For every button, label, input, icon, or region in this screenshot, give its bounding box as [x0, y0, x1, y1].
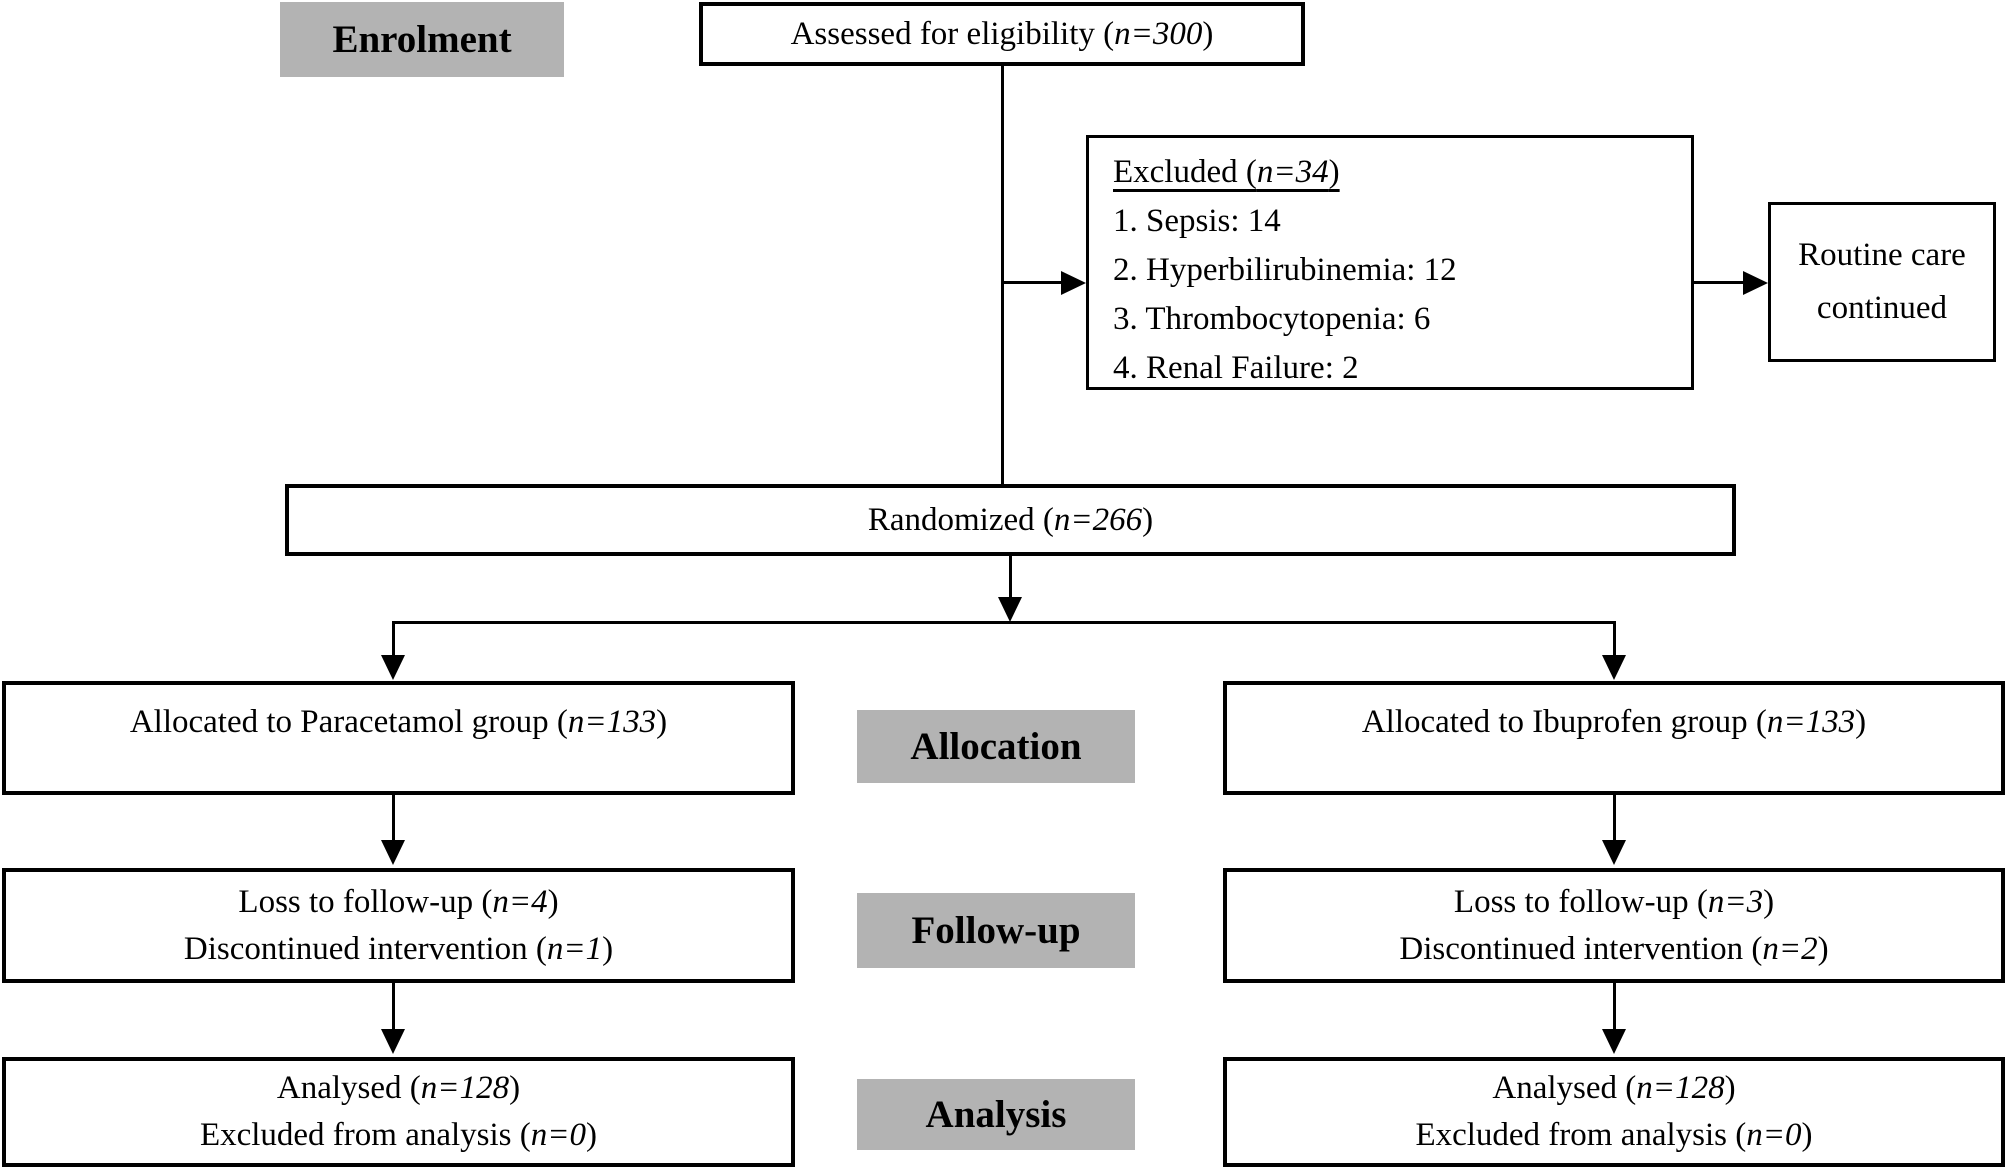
- analysis-left-analysed-line: Analysed (n=128): [276, 1070, 521, 1106]
- connector-allocated-to-followup-right: [1613, 795, 1616, 842]
- analysis-ibuprofen-box: Analysed (n=128) Excluded from analysis …: [1223, 1057, 2005, 1167]
- randomized-box: Randomized (n=266): [285, 484, 1736, 556]
- excluded-reason-renal-failure: 4. Renal Failure: 2: [1113, 350, 1359, 386]
- stage-label-allocation: Allocation: [857, 710, 1135, 783]
- allocated-ibuprofen-text: Allocated to Ibuprofen group (n=133): [1361, 704, 1867, 740]
- followup-paracetamol-box: Loss to follow-up (n=4) Discontinued int…: [2, 868, 795, 983]
- analysis-left-excluded-line: Excluded from analysis (n=0): [199, 1117, 598, 1153]
- followup-ibuprofen-box: Loss to follow-up (n=3) Discontinued int…: [1223, 868, 2005, 983]
- followup-right-loss-line: Loss to follow-up (n=3): [1453, 883, 1775, 920]
- stage-label-followup: Follow-up: [857, 893, 1135, 968]
- stage-label-enrolment: Enrolment: [280, 2, 564, 77]
- connector-randomized-to-branch: [1009, 556, 1012, 600]
- analysis-paracetamol-box: Analysed (n=128) Excluded from analysis …: [2, 1057, 795, 1167]
- excluded-reason-thrombocytopenia: 3. Thrombocytopenia: 6: [1113, 301, 1431, 337]
- branch-line-randomization: [392, 621, 1616, 624]
- stage-label-analysis: Analysis: [857, 1079, 1135, 1150]
- arrowhead-into-excluded: [1061, 271, 1086, 295]
- assessed-eligibility-text: Assessed for eligibility (n=300): [790, 15, 1214, 52]
- randomized-text: Randomized (n=266): [867, 501, 1154, 538]
- connector-followup-to-analysis-right: [1613, 983, 1616, 1030]
- arrowhead-onto-branch: [998, 597, 1022, 622]
- excluded-reason-sepsis: 1. Sepsis: 14: [1113, 203, 1281, 239]
- excluded-box: Excluded (n=34) 1. Sepsis: 14 2. Hyperbi…: [1086, 135, 1694, 390]
- arrowhead-into-allocated-left: [381, 655, 405, 680]
- allocated-ibuprofen-box: Allocated to Ibuprofen group (n=133): [1223, 681, 2005, 795]
- allocated-paracetamol-text: Allocated to Paracetamol group (n=133): [129, 704, 668, 740]
- analysis-right-analysed-line: Analysed (n=128): [1492, 1070, 1736, 1106]
- arrowhead-into-allocated-right: [1602, 655, 1626, 680]
- assessed-eligibility-box: Assessed for eligibility (n=300): [699, 2, 1305, 66]
- arrowhead-into-routine-care: [1743, 271, 1768, 295]
- connector-assessed-to-randomized: [1001, 64, 1004, 486]
- arrowhead-into-followup-right: [1602, 840, 1626, 865]
- connector-branch-to-allocated-left: [392, 623, 395, 657]
- arrowhead-into-analysis-left: [381, 1029, 405, 1054]
- excluded-reason-hyperbilirubinemia: 2. Hyperbilirubinemia: 12: [1113, 252, 1457, 288]
- allocated-paracetamol-box: Allocated to Paracetamol group (n=133): [2, 681, 795, 795]
- connector-allocated-to-followup-left: [392, 795, 395, 842]
- analysis-right-excluded-line: Excluded from analysis (n=0): [1415, 1117, 1813, 1153]
- followup-left-discontinued-line: Discontinued intervention (n=1): [183, 930, 614, 967]
- excluded-title: Excluded (n=34): [1113, 154, 1340, 190]
- connector-excluded-to-routine: [1694, 281, 1744, 284]
- arrowhead-into-followup-left: [381, 840, 405, 865]
- connector-spine-to-excluded: [1003, 281, 1063, 284]
- routine-care-box: Routine care continued: [1768, 202, 1996, 362]
- followup-right-discontinued-line: Discontinued intervention (n=2): [1399, 930, 1829, 967]
- arrowhead-into-analysis-right: [1602, 1029, 1626, 1054]
- followup-left-loss-line: Loss to follow-up (n=4): [238, 883, 559, 920]
- routine-care-text: Routine care continued: [1798, 237, 1966, 326]
- connector-branch-to-allocated-right: [1613, 623, 1616, 657]
- connector-followup-to-analysis-left: [392, 983, 395, 1030]
